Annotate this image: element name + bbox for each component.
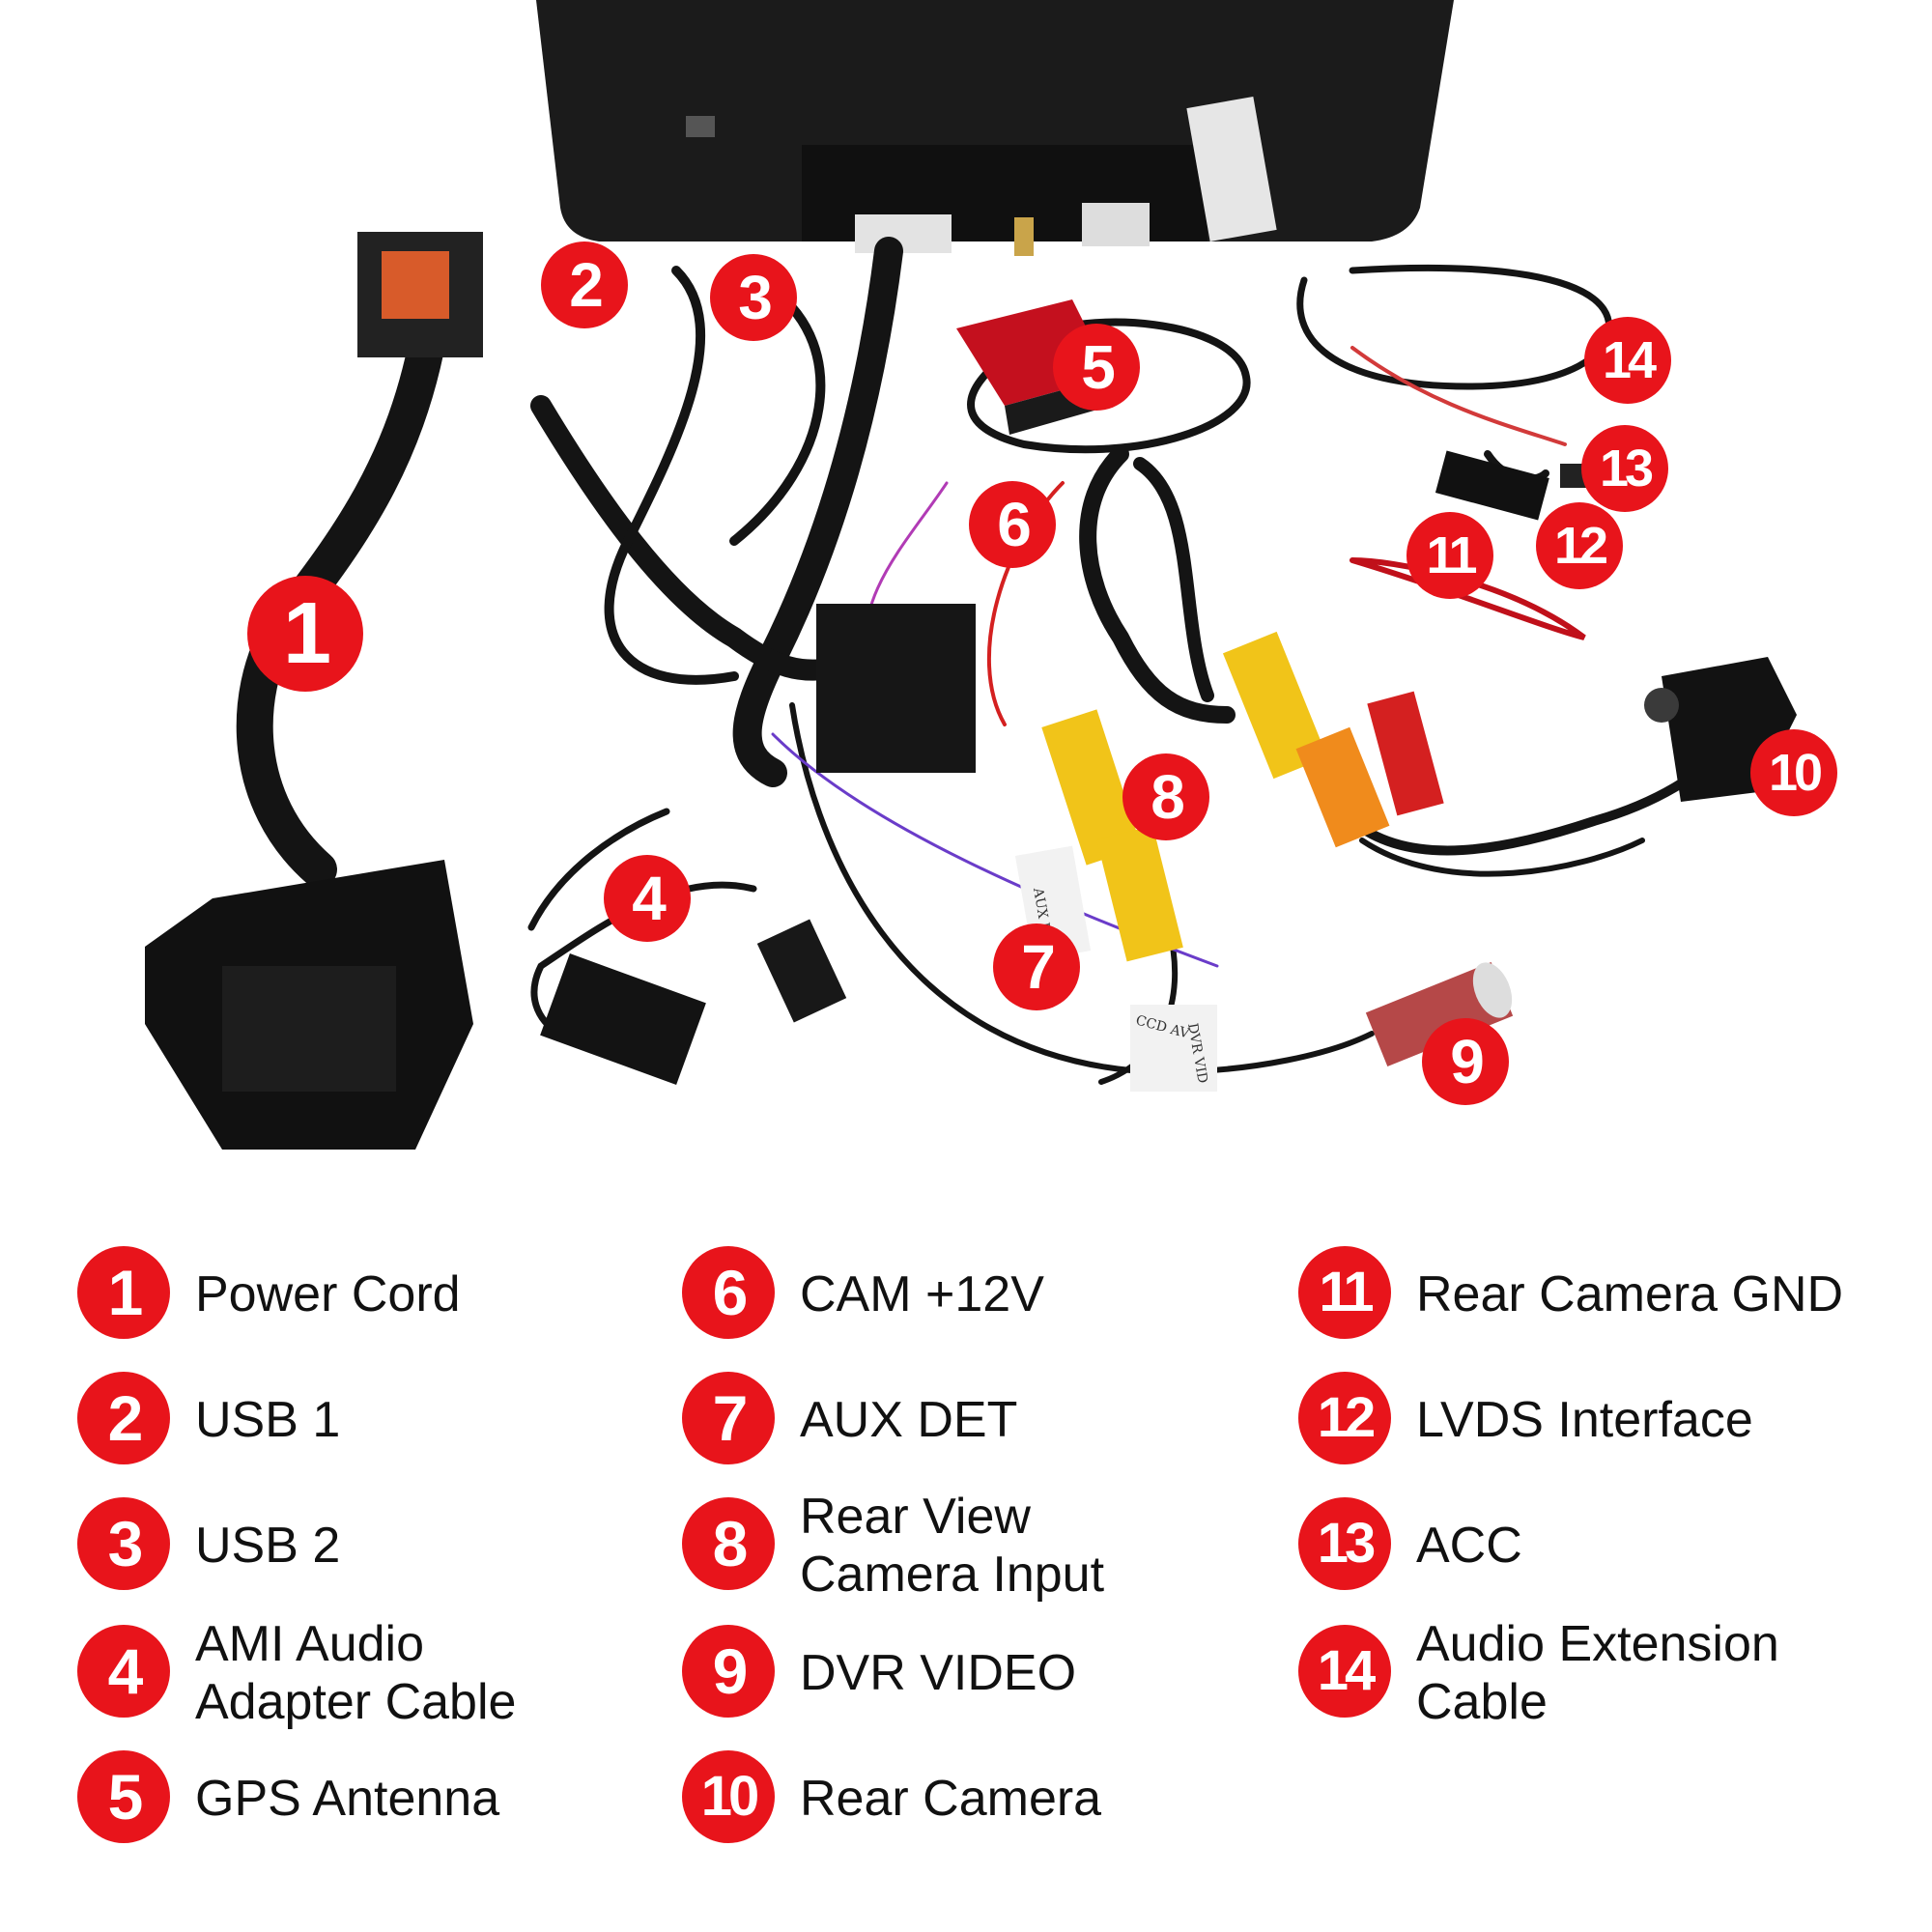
legend-badge: 7 xyxy=(682,1372,775,1464)
legend-badge: 4 xyxy=(77,1625,170,1718)
ami-connector xyxy=(540,953,706,1085)
photo-marker-12: 12 xyxy=(1536,502,1623,589)
head-unit xyxy=(536,0,1454,256)
legend-badge: 14 xyxy=(1298,1625,1391,1718)
photo-marker-8: 8 xyxy=(1122,753,1209,840)
legend-badge: 12 xyxy=(1298,1372,1391,1464)
legend-label: Power Cord xyxy=(195,1266,461,1322)
photo-marker-9: 9 xyxy=(1422,1018,1509,1105)
legend-badge: 9 xyxy=(682,1625,775,1718)
photo-marker-11: 11 xyxy=(1406,512,1493,599)
photo-marker-2: 2 xyxy=(541,242,628,328)
legend-label: AMI Audio Adapter Cable xyxy=(195,1616,517,1730)
dvr-rca xyxy=(1365,961,1514,1067)
legend-badge: 5 xyxy=(77,1750,170,1843)
filter-box xyxy=(816,604,976,773)
legend-badge: 6 xyxy=(682,1246,775,1339)
photo-marker-6: 6 xyxy=(969,481,1056,568)
legend-label: Rear View Camera Input xyxy=(800,1489,1105,1603)
legend-badge: 13 xyxy=(1298,1497,1391,1590)
lvds-connector xyxy=(1435,450,1549,521)
rca-connectors xyxy=(1041,631,1444,962)
legend-label: CAM +12V xyxy=(800,1266,1044,1322)
legend-badge: 1 xyxy=(77,1246,170,1339)
legend-badge: 2 xyxy=(77,1372,170,1464)
photo-marker-7: 7 xyxy=(993,923,1080,1010)
legend-label: LVDS Interface xyxy=(1416,1392,1753,1448)
aux-jack xyxy=(756,919,847,1023)
photo-marker-1: 1 xyxy=(247,576,363,692)
photo-marker-14: 14 xyxy=(1584,317,1671,404)
photo-marker-4: 4 xyxy=(604,855,691,942)
photo-marker-10: 10 xyxy=(1750,729,1837,816)
legend-label: AUX DET xyxy=(800,1392,1018,1448)
legend-label: ACC xyxy=(1416,1518,1522,1574)
legend-label: GPS Antenna xyxy=(195,1771,500,1827)
product-photo: AUX DET CCD AV DVR VID xyxy=(145,0,1797,1150)
photo-marker-3: 3 xyxy=(710,254,797,341)
legend-badge: 10 xyxy=(682,1750,775,1843)
legend-label: USB 2 xyxy=(195,1518,341,1574)
power-plug xyxy=(145,860,473,1150)
legend-label: USB 1 xyxy=(195,1392,341,1448)
legend-badge: 8 xyxy=(682,1497,775,1590)
legend-label: Rear Camera GND xyxy=(1416,1266,1844,1322)
legend-label: DVR VIDEO xyxy=(800,1645,1077,1701)
photo-marker-13: 13 xyxy=(1581,425,1668,512)
legend-badge: 3 xyxy=(77,1497,170,1590)
iso-connector-pins xyxy=(382,251,449,319)
legend-label: Rear Camera xyxy=(800,1771,1102,1827)
legend-label: Audio Extension Cable xyxy=(1416,1616,1779,1730)
legend-badge: 11 xyxy=(1298,1246,1391,1339)
photo-marker-5: 5 xyxy=(1053,324,1140,411)
